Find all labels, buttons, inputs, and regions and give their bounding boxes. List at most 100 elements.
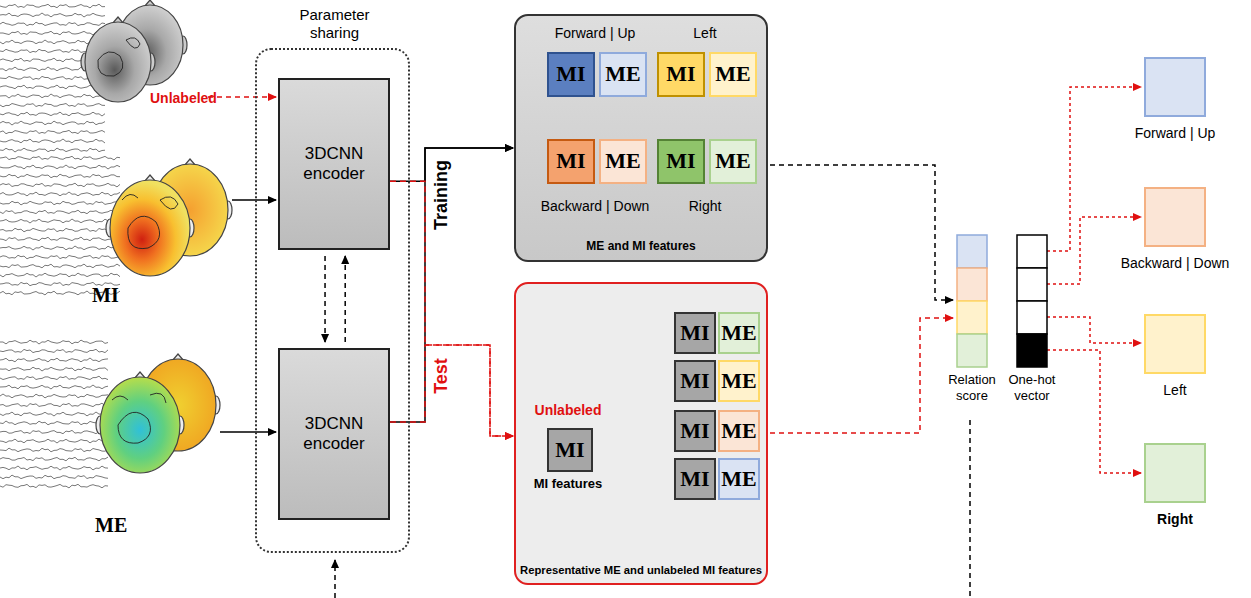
eeg-trace — [0, 246, 120, 250]
eeg-trace — [0, 376, 108, 379]
column-label: Relation score — [943, 372, 1001, 404]
column-label: One-hot vector — [1003, 372, 1061, 404]
eeg-trace — [0, 484, 108, 488]
eeg-trace — [0, 201, 120, 205]
eeg-trace — [0, 421, 108, 425]
box-heading: Left — [1163, 382, 1186, 398]
eeg-trace — [0, 139, 105, 143]
eeg-trace — [0, 31, 105, 35]
eeg-trace — [0, 273, 120, 277]
feature-box: ME — [718, 360, 760, 402]
eeg-trace — [0, 457, 108, 461]
phase-label: Training — [431, 160, 452, 230]
feature-box: MI — [674, 360, 716, 402]
box-label: 3DCNN encoder — [280, 414, 388, 455]
feature-box: MI — [547, 52, 595, 97]
box-heading: Representative ME and unlabeled MI featu… — [520, 564, 762, 576]
box-label: MI — [674, 466, 715, 492]
box-label: ME — [599, 148, 646, 174]
eeg-trace — [0, 219, 120, 223]
eeg-trace — [0, 112, 105, 116]
box-label: ME — [715, 466, 762, 492]
eeg-trace — [0, 85, 105, 89]
head-topomaps — [81, 0, 232, 473]
connector-line — [344, 256, 346, 342]
feature-box: MI — [674, 410, 716, 452]
output-class-box: Backward | Down — [1144, 187, 1206, 247]
feature-box: ME — [599, 139, 647, 184]
eeg-trace — [0, 358, 108, 362]
feature-caption: MI features — [534, 476, 603, 491]
box-label: MI — [660, 61, 701, 87]
feature-box: MI — [547, 428, 593, 472]
eeg-trace — [0, 403, 108, 406]
eeg-trace — [0, 148, 105, 152]
class-label: Left — [693, 25, 716, 41]
class-label: Forward | Up — [555, 25, 636, 41]
connector — [325, 256, 345, 342]
box-label: MI — [674, 320, 715, 346]
score-arrows — [770, 87, 1141, 598]
eeg-trace — [0, 412, 108, 416]
eeg-trace — [0, 340, 108, 344]
box-label: MI — [674, 418, 715, 444]
feature-box: ME — [709, 139, 757, 184]
eeg-trace — [0, 22, 105, 25]
eeg-trace — [0, 104, 105, 107]
eeg-trace — [0, 183, 120, 187]
box-label: MI — [549, 437, 590, 463]
one-hot-cells — [1017, 235, 1047, 367]
class-label: Backward | Down — [541, 198, 650, 214]
eeg-trace — [0, 466, 108, 470]
eeg-trace — [0, 237, 120, 241]
feature-box: ME — [718, 410, 760, 452]
box-label: ME — [709, 61, 756, 87]
eeg-trace — [0, 13, 105, 17]
box-label: MI — [550, 61, 591, 87]
box-label: ME — [715, 418, 762, 444]
eeg-trace — [0, 475, 108, 479]
box-heading: Parameter sharing — [257, 6, 412, 42]
eeg-trace — [0, 156, 120, 160]
input-label: Unlabeled — [150, 90, 217, 106]
box-label: ME — [715, 368, 762, 394]
eeg-trace — [0, 192, 120, 196]
training-feature-panel: ME and MI featuresMIMEMIMEMIMEMIME — [514, 14, 768, 262]
eeg-trace — [0, 394, 108, 398]
box-label: MI — [550, 148, 591, 174]
eeg-trace — [0, 439, 108, 443]
feature-box: MI — [657, 139, 705, 184]
feature-box: ME — [599, 52, 647, 97]
unlabeled-tag: Unlabeled — [535, 402, 602, 418]
eeg-trace — [0, 228, 120, 232]
test-feature-panel: Representative ME and unlabeled MI featu… — [514, 282, 768, 585]
eeg-trace — [0, 255, 120, 258]
box-label: ME — [599, 61, 646, 87]
feature-box: ME — [718, 458, 760, 500]
output-class-box: Right — [1144, 443, 1206, 503]
box-label: ME — [715, 320, 762, 346]
output-class-box: Forward | Up — [1144, 57, 1206, 117]
box-label: ME — [709, 148, 756, 174]
input-label: ME — [95, 514, 127, 537]
eeg-trace — [0, 385, 108, 389]
box-heading: Forward | Up — [1135, 125, 1216, 141]
input-label: MI — [92, 284, 119, 307]
box-label: MI — [674, 368, 715, 394]
feature-box: MI — [657, 52, 705, 97]
box-label: MI — [660, 148, 701, 174]
feature-box: ME — [709, 52, 757, 97]
box-heading: Right — [1157, 511, 1193, 527]
feature-box: MI — [674, 458, 716, 500]
eeg-trace — [0, 430, 108, 434]
eeg-trace — [0, 121, 105, 125]
eeg-trace — [0, 4, 105, 8]
eeg-trace — [0, 448, 108, 452]
eeg-trace — [0, 130, 105, 133]
eeg-trace — [0, 349, 108, 352]
feature-box: MI — [547, 139, 595, 184]
box-heading: Backward | Down — [1121, 255, 1230, 271]
eeg-trace — [0, 367, 108, 371]
feature-box: MI — [674, 312, 716, 354]
